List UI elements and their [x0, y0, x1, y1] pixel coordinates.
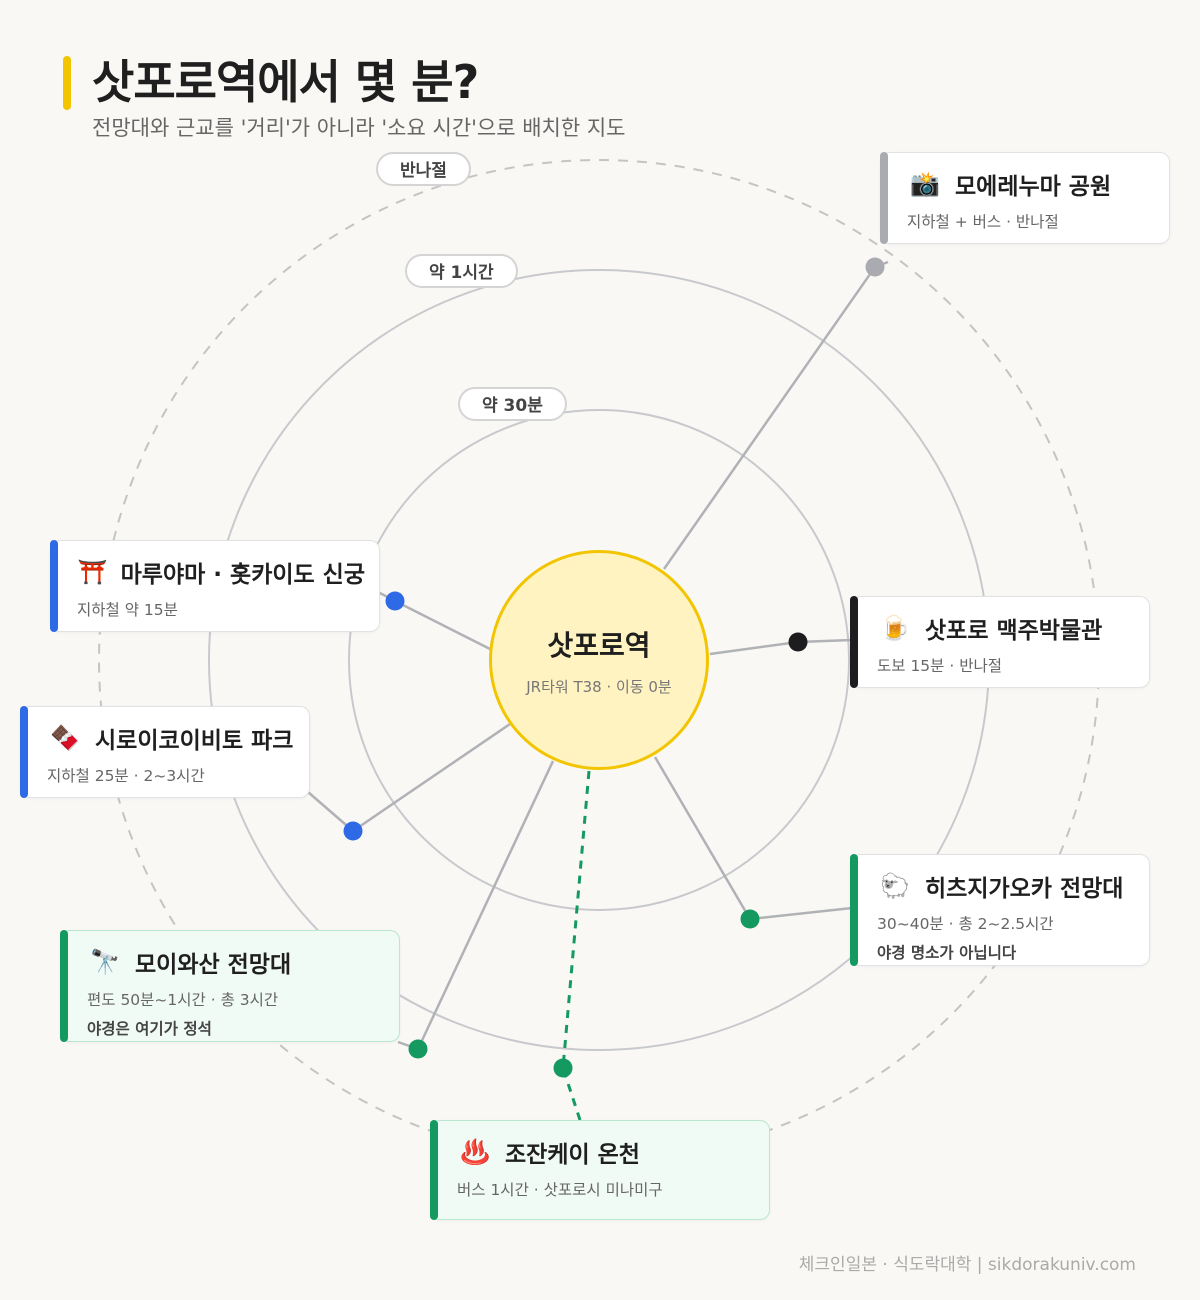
ring-label-30min: 약 30분 — [458, 387, 567, 421]
ring-30min — [348, 409, 850, 911]
card-sub: 지하철 약 15분 — [77, 601, 178, 619]
connector-shiroi — [307, 722, 511, 833]
card-title: 히츠지가오카 전망대 — [925, 876, 1124, 902]
card-accent — [850, 596, 858, 688]
hot-springs-icon: ♨️ — [460, 1138, 490, 1166]
card-moiwa[interactable]: 🔭 모이와산 전망대 편도 50분~1시간 · 총 3시간 야경은 여기가 정석 — [60, 930, 400, 1042]
card-title: 모에레누마 공원 — [955, 174, 1112, 200]
dot-jozankei — [553, 1058, 573, 1078]
card-accent — [430, 1120, 438, 1220]
station-sub: JR타워 T38 · 이동 0분 — [526, 677, 672, 696]
card-beer[interactable]: 🍺 삿포로 맥주박물관 도보 15분 · 반나절 — [850, 596, 1150, 688]
card-sub: 30~40분 · 총 2~2.5시간 — [877, 915, 1054, 933]
card-sub: 지하철 25분 · 2~3시간 — [47, 767, 205, 785]
page-subtitle: 전망대와 근교를 '거리'가 아니라 '소요 시간'으로 배치한 지도 — [92, 116, 626, 140]
card-title: 시로이코이비토 파크 — [95, 728, 294, 754]
card-accent — [60, 930, 68, 1042]
dot-hitsujigaoka — [740, 909, 760, 929]
dot-beer — [788, 632, 808, 652]
dot-maruyama — [385, 591, 405, 611]
card-moerenuma[interactable]: 📸 모에레누마 공원 지하철 + 버스 · 반나절 — [880, 152, 1170, 244]
dot-shiroi — [343, 821, 363, 841]
card-title: 조잔케이 온천 — [505, 1142, 640, 1168]
dot-moiwa — [408, 1039, 428, 1059]
connector-moiwa — [397, 760, 555, 1051]
card-title: 삿포로 맥주박물관 — [925, 618, 1103, 644]
card-hitsujigaoka[interactable]: 🐑 히츠지가오카 전망대 30~40분 · 총 2~2.5시간 야경 명소가 아… — [850, 854, 1150, 966]
destination-dots — [343, 257, 885, 1078]
card-accent — [850, 854, 858, 966]
card-sub: 버스 1시간 · 삿포로시 미나미구 — [457, 1181, 663, 1199]
card-title: 모이와산 전망대 — [135, 952, 292, 978]
card-sub: 지하철 + 버스 · 반나절 — [907, 213, 1059, 231]
card-title: 마루야마 · 홋카이도 신궁 — [120, 562, 365, 588]
card-accent — [880, 152, 888, 244]
torii-gate-icon: ⛩️ — [77, 558, 108, 586]
station-name: 삿포로역 — [547, 628, 651, 662]
footer-credit: 체크인일본 · 식도락대학 | sikdorakuniv.com — [798, 1255, 1136, 1275]
card-accent — [50, 540, 58, 632]
ring-label-1hour: 약 1시간 — [405, 254, 518, 288]
dot-moerenuma — [865, 257, 885, 277]
center-station: 삿포로역 JR타워 T38 · 이동 0분 — [489, 550, 709, 770]
card-accent — [20, 706, 28, 798]
connector-jozankei — [561, 770, 591, 1121]
card-sub: 편도 50분~1시간 · 총 3시간 — [87, 991, 279, 1009]
card-note: 야경은 여기가 정석 — [87, 1020, 212, 1038]
connector-beer — [709, 638, 853, 656]
card-shiroi[interactable]: 🍫 시로이코이비토 파크 지하철 25분 · 2~3시간 — [20, 706, 310, 798]
ring-label-halfday: 반나절 — [376, 152, 471, 186]
page-title: 삿포로역에서 몇 분? — [92, 55, 479, 109]
sheep-icon: 🐑 — [880, 872, 910, 900]
title-accent-bar — [63, 56, 71, 110]
camera-flash-icon: 📸 — [910, 170, 940, 198]
connector-moerenuma — [662, 260, 889, 570]
beer-mug-icon: 🍺 — [880, 614, 910, 642]
card-maruyama[interactable]: ⛩️ 마루야마 · 홋카이도 신궁 지하철 약 15분 — [50, 540, 380, 632]
card-sub: 도보 15분 · 반나절 — [877, 657, 1002, 675]
card-note: 야경 명소가 아닙니다 — [877, 944, 1017, 962]
chocolate-bar-icon: 🍫 — [50, 724, 80, 752]
telescope-icon: 🔭 — [90, 948, 120, 976]
card-jozankei[interactable]: ♨️ 조잔케이 온천 버스 1시간 · 삿포로시 미나미구 — [430, 1120, 770, 1220]
